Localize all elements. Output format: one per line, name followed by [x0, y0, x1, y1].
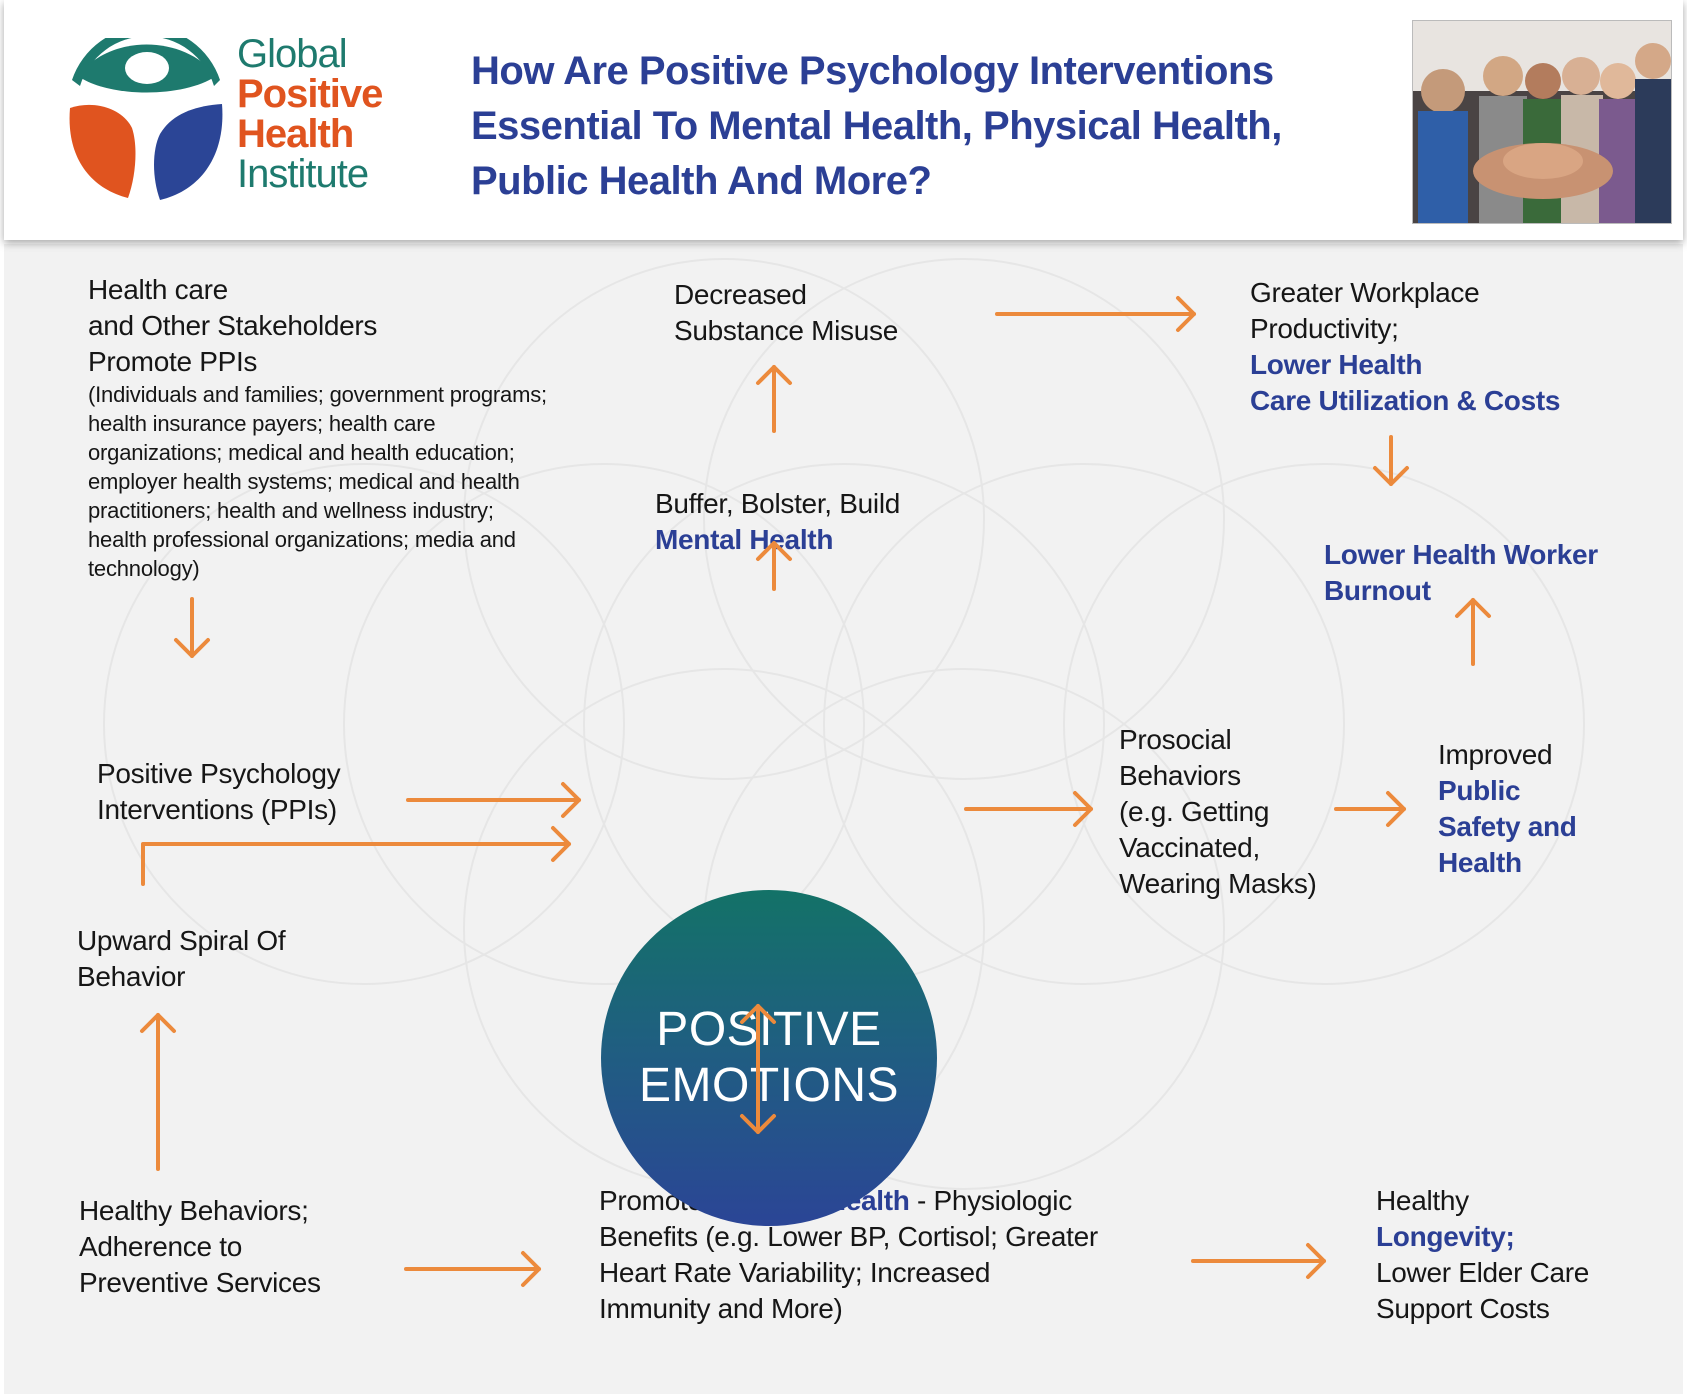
stakeholders-line-2: and Other Stakeholders [88, 310, 378, 341]
page-title: How Are Positive Psychology Intervention… [471, 44, 1331, 209]
burnout-block: Lower Health Worker Burnout [1324, 537, 1598, 609]
burnout-line-1: Lower Health Worker [1324, 539, 1598, 570]
mental-line-1: Buffer, Bolster, Build [655, 488, 901, 519]
stakeholders-detail-6: health professional organizations; media… [88, 527, 516, 552]
diagram-panel: Health care and Other Stakeholders Promo… [4, 244, 1683, 1394]
healthy-behaviors-line-1: Healthy Behaviors; [79, 1195, 309, 1226]
upward-spiral-line-1: Upward Spiral Of [77, 925, 286, 956]
prosocial-line-4: Vaccinated, [1119, 832, 1260, 863]
public-safety-line-1: Improved [1438, 739, 1553, 770]
center-line-1: POSITIVE [656, 1003, 882, 1056]
healthy-behaviors-block: Healthy Behaviors; Adherence to Preventi… [79, 1193, 321, 1301]
stakeholders-detail-7: technology) [88, 556, 200, 581]
ppi-block: Positive Psychology Interventions (PPIs) [97, 756, 341, 828]
stakeholders-block: Health care and Other Stakeholders Promo… [88, 272, 547, 583]
title-line-3: Public Health And More? [471, 159, 932, 203]
logo-word-positive: Positive [237, 72, 383, 116]
substance-line-2: Substance Misuse [674, 315, 898, 346]
stakeholders-detail-3: organizations; medical and health educat… [88, 440, 515, 465]
header-bar: Global Positive Health Institute How Are… [4, 0, 1683, 240]
stakeholders-detail-5: practitioners; health and wellness indus… [88, 498, 494, 523]
prosocial-line-2: Behaviors [1119, 760, 1241, 791]
longevity-line-4: Support Costs [1376, 1293, 1550, 1324]
longevity-line-3: Lower Elder Care [1376, 1257, 1590, 1288]
healthy-behaviors-line-2: Adherence to [79, 1231, 242, 1262]
positive-emotions-circle: POSITIVE EMOTIONS [601, 890, 937, 1226]
stakeholders-line-1: Health care [88, 274, 228, 305]
prosocial-block: Prosocial Behaviors (e.g. Getting Vaccin… [1119, 722, 1317, 902]
upward-spiral-line-2: Behavior [77, 961, 186, 992]
mental-health-block: Buffer, Bolster, Build Mental Health [655, 486, 900, 558]
title-line-1: How Are Positive Psychology Intervention… [471, 49, 1274, 93]
stakeholders-detail-4: employer health systems; medical and hea… [88, 469, 520, 494]
workplace-line-1: Greater Workplace [1250, 277, 1480, 308]
logo-wordmark: Global Positive Health Institute [237, 32, 383, 196]
public-safety-line-2: Public [1438, 775, 1521, 806]
center-line-2: EMOTIONS [638, 1059, 899, 1112]
healthy-behaviors-line-3: Preventive Services [79, 1267, 321, 1298]
public-safety-line-3: Safety and [1438, 811, 1577, 842]
workplace-block: Greater Workplace Productivity; Lower He… [1250, 275, 1560, 419]
stakeholders-detail-1: (Individuals and families; government pr… [88, 382, 547, 407]
burnout-line-2: Burnout [1324, 575, 1431, 606]
workplace-line-2: Productivity; [1250, 313, 1399, 344]
public-safety-block: Improved Public Safety and Health [1438, 737, 1577, 881]
substance-misuse-block: Decreased Substance Misuse [674, 277, 898, 349]
stakeholders-detail-2: health insurance payers; health care [88, 411, 436, 436]
stakeholders-line-3: Promote PPIs [88, 346, 258, 377]
physical-line-3: Heart Rate Variability; Increased [599, 1257, 991, 1288]
upward-spiral-block: Upward Spiral Of Behavior [77, 923, 286, 995]
photo-illustration [1413, 21, 1671, 223]
substance-line-1: Decreased [674, 279, 807, 310]
physical-health-block: Promote Physical health - Physiologic Be… [599, 1183, 1098, 1327]
physical-suffix: - Physiologic [909, 1185, 1072, 1216]
physical-line-2: Benefits (e.g. Lower BP, Cortisol; Great… [599, 1221, 1098, 1252]
public-safety-line-4: Health [1438, 847, 1522, 878]
prosocial-line-3: (e.g. Getting [1119, 796, 1270, 827]
logo-word-global: Global [237, 32, 348, 76]
prosocial-line-1: Prosocial [1119, 724, 1232, 755]
ppi-line-2: Interventions (PPIs) [97, 794, 337, 825]
workplace-line-3: Lower Health [1250, 349, 1423, 380]
flower-pattern-decoration [103, 258, 1585, 1190]
physical-line-4: Immunity and More) [599, 1293, 843, 1324]
longevity-block: Healthy Longevity; Lower Elder Care Supp… [1376, 1183, 1589, 1327]
logo-word-health: Health [237, 112, 354, 156]
ppi-line-1: Positive Psychology [97, 758, 341, 789]
logo-word-institute: Institute [237, 152, 369, 196]
mental-line-2: Mental Health [655, 524, 834, 555]
logo-mark-icon [69, 38, 223, 200]
prosocial-line-5: Wearing Masks) [1119, 868, 1317, 899]
longevity-line-1: Healthy [1376, 1185, 1469, 1216]
title-line-2: Essential To Mental Health, Physical Hea… [471, 104, 1282, 148]
team-hands-photo [1412, 20, 1672, 224]
longevity-line-2: Longevity; [1376, 1221, 1515, 1252]
workplace-line-4: Care Utilization & Costs [1250, 385, 1561, 416]
